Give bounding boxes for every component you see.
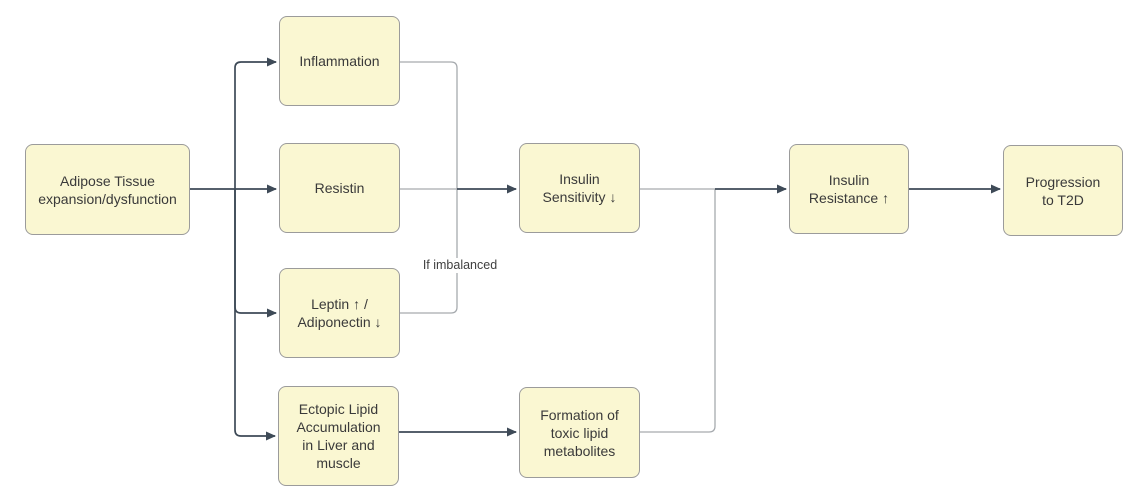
node-resistin-label: Resistin: [314, 180, 365, 196]
node-adipose-tissue: Adipose Tissue expansion/dysfunction: [25, 144, 190, 235]
node-insulin-resistance-label: Insulin Resistance ↑: [808, 172, 890, 206]
node-ectopic-lipid-accumulation-label: Ectopic Lipid Accumulation in Liver and …: [296, 401, 381, 471]
node-insulin-sensitivity: Insulin Sensitivity ↓: [519, 143, 640, 233]
node-toxic-lipid-metabolites: Formation of toxic lipid metabolites: [519, 387, 640, 478]
edge-label-if-imbalanced: If imbalanced: [412, 258, 508, 273]
edge-leptin-to-junction: [400, 189, 458, 314]
node-resistin: Resistin: [279, 143, 400, 233]
node-inflammation-label: Inflammation: [299, 53, 380, 69]
node-progression-to-t2d: Progression to T2D: [1003, 145, 1123, 236]
node-insulin-sensitivity-label: Insulin Sensitivity ↓: [542, 171, 617, 205]
edge-adipose-to-ectopic: [234, 189, 276, 441]
edge-adipose-to-inflammation: [234, 57, 277, 189]
node-toxic-lipid-metabolites-label: Formation of toxic lipid metabolites: [540, 406, 619, 459]
node-leptin-adiponectin-label: Leptin ↑ / Adiponectin ↓: [297, 296, 382, 330]
edge-inflammation-to-junction: [400, 61, 458, 189]
edge-formation-to-junction: [640, 189, 716, 433]
node-adipose-tissue-label: Adipose Tissue expansion/dysfunction: [38, 172, 177, 207]
node-leptin-adiponectin: Leptin ↑ / Adiponectin ↓: [279, 268, 400, 358]
node-progression-to-t2d-label: Progression to T2D: [1025, 173, 1101, 208]
node-inflammation: Inflammation: [279, 16, 400, 106]
node-ectopic-lipid-accumulation: Ectopic Lipid Accumulation in Liver and …: [278, 386, 399, 486]
node-insulin-resistance: Insulin Resistance ↑: [789, 144, 909, 234]
edge-adipose-to-leptin: [234, 189, 277, 318]
